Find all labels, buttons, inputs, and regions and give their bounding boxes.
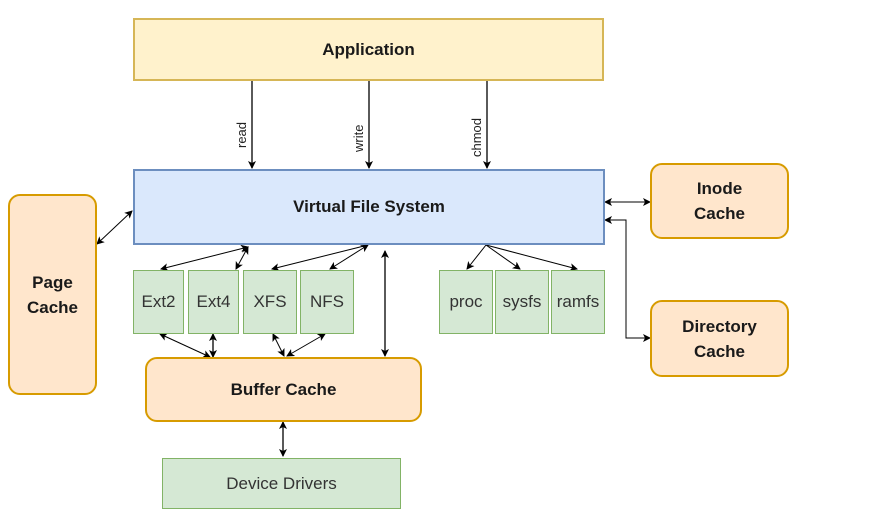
page-cache-label-2: Cache [26, 297, 79, 317]
fs-ext2-box: Ext2 [133, 270, 184, 334]
arrow-ext2-buffer [159, 333, 211, 358]
fs-proc-box: proc [439, 270, 493, 334]
page-cache-label-1: Page [32, 272, 73, 292]
directory-cache-label-1: Directory [682, 316, 757, 336]
fs-ext2-label: Ext2 [141, 292, 176, 311]
device-drivers-label: Device Drivers [226, 473, 337, 493]
fs-ext4-label: Ext4 [196, 292, 231, 311]
fs-ext4-box: Ext4 [188, 270, 239, 334]
arrow-vfs-sysfs [485, 244, 521, 270]
arrow-vfs-xfs [271, 244, 369, 272]
arrow-page-cache-vfs [96, 210, 133, 245]
page-cache-box: Page Cache [8, 194, 97, 395]
arrow-nfs-buffer [286, 333, 326, 357]
arrow-xfs-buffer [272, 333, 285, 357]
virtual-file-system-box: Virtual File System [133, 169, 605, 245]
fs-xfs-box: XFS [243, 270, 297, 334]
arrow-vfs-ext2 [160, 244, 249, 272]
application-label: Application [322, 39, 415, 59]
fs-proc-label: proc [449, 292, 483, 311]
arrow-vfs-directory-cache [604, 216, 651, 342]
syscall-write-label: write [351, 124, 366, 152]
syscall-chmod-label: chmod [469, 117, 484, 157]
directory-cache-label-2: Cache [693, 341, 746, 361]
device-drivers-box: Device Drivers [162, 458, 401, 509]
arrow-vfs-nfs [329, 244, 369, 270]
fs-sysfs-label: sysfs [502, 292, 542, 311]
inode-cache-label-2: Cache [693, 204, 746, 223]
syscall-read-label: read [234, 121, 249, 148]
fs-nfs-label: NFS [310, 292, 344, 311]
directory-cache-box: Directory Cache [650, 300, 789, 377]
fs-nfs-box: NFS [300, 270, 354, 334]
buffer-cache-box: Buffer Cache [145, 357, 422, 422]
application-box: Application [133, 18, 604, 81]
fs-xfs-label: XFS [253, 292, 287, 311]
vfs-label: Virtual File System [293, 197, 445, 216]
fs-ramfs-label: ramfs [556, 292, 600, 311]
inode-cache-label-1: Inode [696, 179, 743, 198]
inode-cache-box: Inode Cache [650, 163, 789, 239]
arrow-vfs-proc [466, 244, 487, 270]
arrow-vfs-ramfs [485, 244, 578, 272]
buffer-cache-label: Buffer Cache [230, 379, 337, 399]
fs-ramfs-box: ramfs [551, 270, 605, 334]
arrow-vfs-ext4 [235, 246, 249, 270]
fs-sysfs-box: sysfs [495, 270, 549, 334]
